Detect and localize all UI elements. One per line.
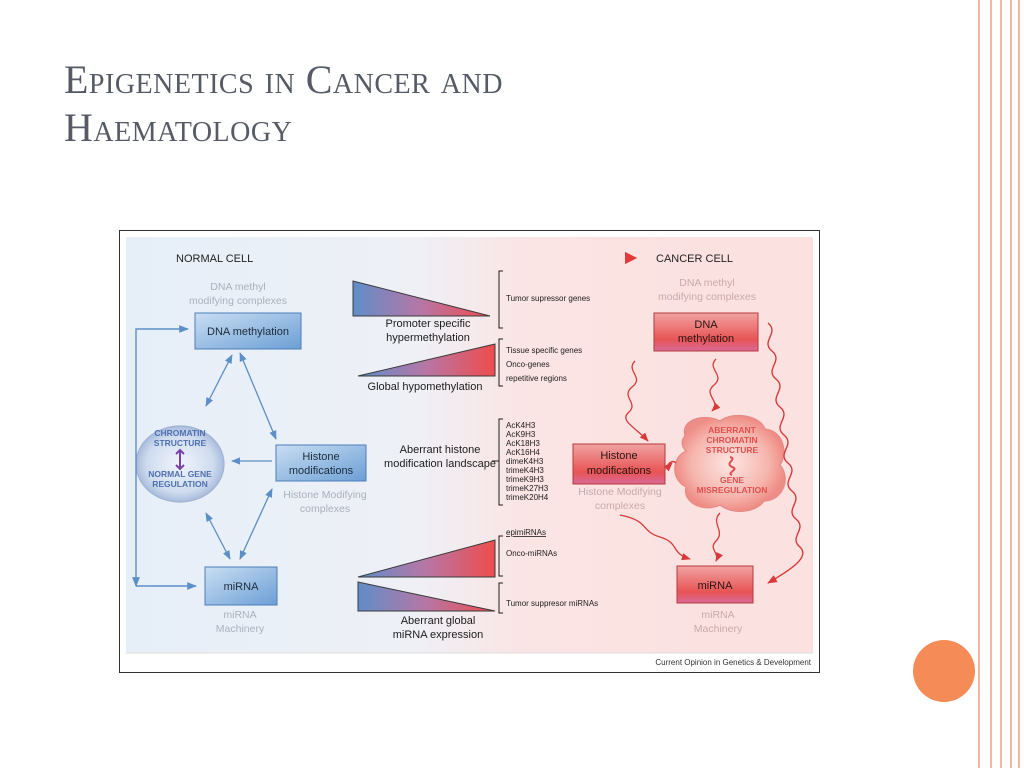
cancer-dna-complex-line2: modifying complexes [658,291,756,303]
normal-histone-line1: Histone [302,451,339,463]
cancer-histone-box [572,443,666,485]
normal-histone-complex-line2: complexes [300,503,350,515]
histone-mark-3: AcK18H3 [506,439,540,448]
aberrant-mirna-line2: miRNA expression [393,629,483,641]
decor-line-4 [1010,0,1012,768]
normal-mirna-machinery-line2: Machinery [216,623,265,635]
histone-mark-1: AcK4H3 [506,421,536,430]
cancer-dna-methylation-line2: methylation [678,333,734,345]
slide-title-line-1: Epigenetics in Cancer and [64,57,503,102]
bracket-onco-mirnas [498,535,503,577]
aberrant-histone-line1: Aberrant histone [400,444,481,456]
normal-dna-histone-arrow [239,352,277,440]
histone-mark-4: AcK16H4 [506,448,540,457]
cancer-histone-line2: modifications [587,465,652,477]
cancer-chromatin-line1: ABERRANT [708,425,757,435]
orange-dot-decoration [913,640,975,702]
promoter-line2: hypermethylation [386,332,470,344]
cancer-chromatin-line3: STRUCTURE [706,445,759,455]
global-hypomethylation-triangle [357,343,496,377]
header-normal-cell: NORMAL CELL [176,253,253,265]
aberrant-mirna-line1: Aberrant global [401,615,476,627]
slide-title-line-2: Haematology [64,105,293,150]
tumor-suppressor-mirna-triangle [357,581,496,612]
cancer-mirna-label: miRNA [698,580,733,592]
cancer-dna-methylation-line1: DNA [694,319,718,331]
cancer-mirna-box [676,565,754,604]
tumor-suppressor-mirnas-label: Tumor suppresor miRNAs [506,599,598,608]
normal-chromatin-mirna-arrow [205,512,231,560]
cancer-mirna-machinery-line1: miRNA [701,609,734,621]
onco-mirnas-label: Onco-miRNAs [506,549,557,558]
promoter-hypermethylation-triangle [352,280,491,317]
normal-histone-line2: modifications [289,465,354,477]
normal-feedback-loop-arrow [132,325,189,587]
cancer-histone-mirna-wavy-arrow [619,514,691,561]
normal-histone-complex-line1: Histone Modifying [283,489,367,501]
bracket-histone-marks [498,418,503,506]
cancer-chromatin-squiggle [728,456,736,476]
normal-chromatin-line4: REGULATION [152,479,208,489]
normal-mirna-label: miRNA [224,581,259,593]
normal-dna-methylation-label: DNA methylation [207,326,289,338]
histone-mark-5: dimeK4H3 [506,457,544,466]
onco-mirna-triangle [357,539,496,578]
cancer-mirna-machinery-line2: Machinery [694,623,743,635]
cancer-dna-complex-line1: DNA methyl [679,277,734,289]
normal-dna-methylation-box [194,312,302,350]
normal-mirna-machinery-line1: miRNA [223,609,256,621]
hypo-target-3: repetitive regions [506,374,567,383]
cancer-dna-histone-wavy-arrow [625,360,649,442]
bracket-tumor-suppressor-mirnas [498,582,503,614]
bracket-tumor-suppressor-genes [498,270,503,329]
decor-line-2 [990,0,992,768]
cancer-chromatin-line4: GENE [720,475,744,485]
histone-mark-7: trimeK9H3 [506,475,544,484]
decor-line-5 [1018,0,1020,768]
tumor-suppressor-genes-label: Tumor supressor genes [506,294,590,303]
normal-chromatin-line3: NORMAL GENE [148,469,212,479]
normal-histone-mirna-arrow [239,488,273,560]
cancer-histone-complex-line1: Histone Modifying [578,486,662,498]
epimirnas-label: epimiRNAs [506,528,546,537]
cancer-dna-chromatin-wavy-arrow [709,358,721,412]
cancer-dna-methylation-box [653,312,759,352]
aberrant-histone-line2: modification landscape [384,458,496,470]
global-hypomethylation-label: Global hypomethylation [368,381,483,393]
cancer-histone-complex-line2: complexes [595,500,645,512]
header-cancer-cell: CANCER CELL [656,253,733,265]
hypo-target-2: Onco-genes [506,360,550,369]
figure-credit: Current Opinion in Genetics & Developmen… [655,658,811,667]
cancer-chromatin-line2: CHROMATIN [706,435,757,445]
normal-chromatin-line2: STRUCTURE [154,438,207,448]
cancer-histone-line1: Histone [600,450,637,462]
normal-dna-complex-line1: DNA methyl [210,281,265,293]
decor-line-3 [1000,0,1002,768]
normal-histone-box [275,444,367,482]
normal-dna-complex-line2: modifying complexes [189,295,287,307]
normal-mirna-box [204,566,278,606]
normal-chromatin-line1: CHROMATIN [154,428,205,438]
cancer-chromatin-line5: MISREGULATION [697,485,768,495]
figure-diagram: NORMAL CELL CANCER CELL DNA methyl modif… [126,237,813,667]
histone-mark-9: trimeK20H4 [506,493,549,502]
decor-line-1 [978,0,980,768]
histone-mark-8: trimeK27H3 [506,484,549,493]
bracket-hypo-targets [498,338,503,387]
hypo-target-1: Tissue specific genes [506,346,582,355]
cancer-histone-chromatin-wavy-arrow [663,460,677,472]
histone-mark-2: AcK9H3 [506,430,536,439]
epigenetics-figure: NORMAL CELL CANCER CELL DNA methyl modif… [119,230,820,673]
slide-title: Epigenetics in Cancer and Haematology [64,56,764,152]
normal-dna-chromatin-arrow [205,354,233,407]
cancer-loop-wavy-arrow [767,322,804,584]
cancer-chromatin-mirna-wavy-arrow [712,512,723,562]
promoter-line1: Promoter specific [386,318,471,330]
histone-mark-6: trimeK4H3 [506,466,544,475]
